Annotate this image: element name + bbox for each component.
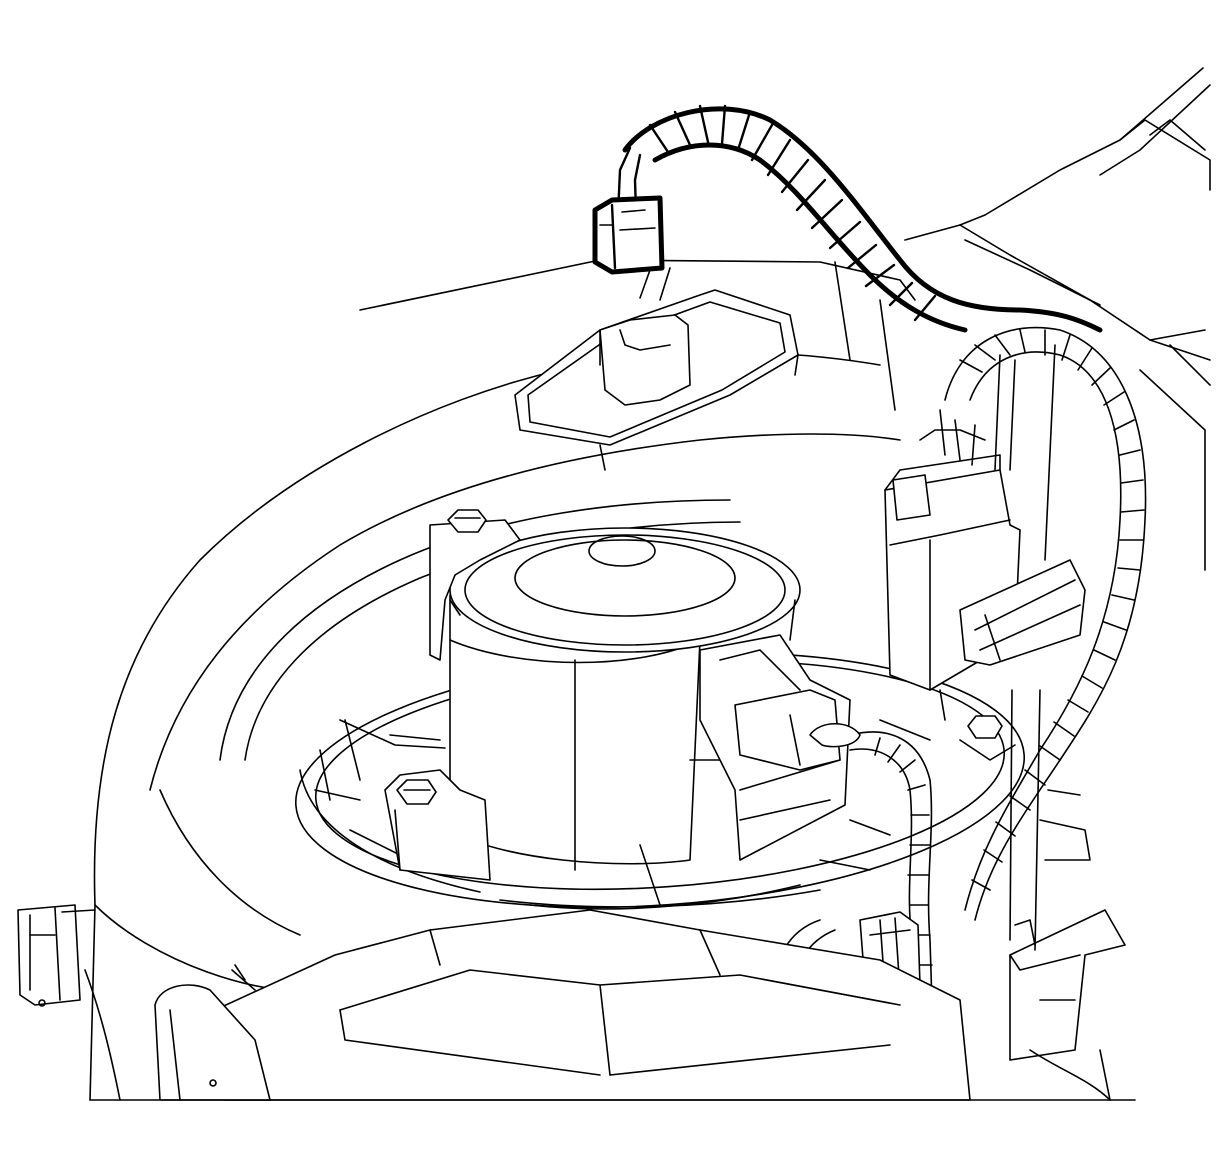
hex-bolt-icon [967, 715, 1003, 739]
wiring-harness-highlighted [616, 104, 1103, 333]
motor-feed-harness [734, 689, 936, 1101]
hex-bolt-icon [396, 779, 437, 805]
lower-housing-front [154, 789, 1126, 1101]
side-harness-connector [884, 409, 1086, 691]
connector-plug-icon [592, 195, 665, 275]
side-support-struts [939, 344, 1056, 951]
harness-connector-disconnected [592, 195, 665, 275]
resistor-module [514, 267, 799, 471]
dash-panel-outline [359, 67, 1211, 571]
hex-bolt-icon [447, 509, 487, 533]
